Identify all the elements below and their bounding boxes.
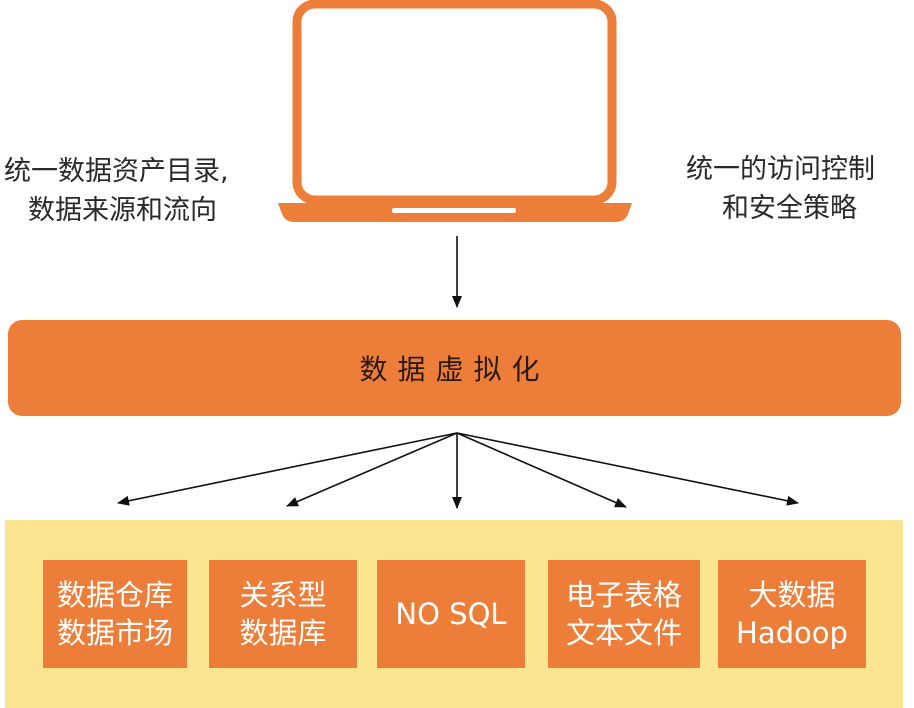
source-spreadsheets-line-1: 电子表格 bbox=[565, 578, 682, 612]
source-nosql-label: NO SQL bbox=[395, 597, 507, 631]
arrow-to-big-data bbox=[456, 432, 799, 506]
data-sources-panel: 数据仓库 数据市场 关系型 数据库 NO SQL 电子表格 文本文件 大数据 H… bbox=[5, 520, 903, 708]
caption-right-line-1: 统一的访问控制 bbox=[686, 154, 875, 185]
source-relational-line-2: 数据库 bbox=[239, 616, 327, 650]
virtualization-layer: 数据虚拟化 bbox=[8, 320, 901, 416]
source-big-data-line-1: 大数据 bbox=[748, 578, 836, 612]
caption-left-line-1: 统一数据资产目录, bbox=[4, 156, 229, 187]
caption-data-catalog: 统一数据资产目录, 数据来源和流向 bbox=[4, 152, 229, 230]
laptop-trackpad bbox=[392, 208, 516, 213]
source-big-data-line-2: Hadoop bbox=[736, 616, 848, 650]
arrow-to-spreadsheets bbox=[456, 432, 627, 508]
source-warehouse: 数据仓库 数据市场 bbox=[43, 560, 187, 668]
arrow-to-warehouse bbox=[117, 432, 458, 506]
source-relational-line-1: 关系型 bbox=[239, 578, 327, 612]
source-relational-db: 关系型 数据库 bbox=[209, 560, 357, 668]
caption-left-line-2: 数据来源和流向 bbox=[28, 195, 217, 226]
source-spreadsheets: 电子表格 文本文件 bbox=[548, 560, 700, 668]
caption-right-line-2: 和安全策略 bbox=[722, 193, 857, 224]
source-big-data: 大数据 Hadoop bbox=[718, 560, 866, 668]
source-warehouse-line-1: 数据仓库 bbox=[56, 578, 173, 612]
source-warehouse-line-2: 数据市场 bbox=[56, 616, 173, 650]
source-spreadsheets-line-2: 文本文件 bbox=[565, 616, 682, 650]
caption-access-control: 统一的访问控制 和安全策略 bbox=[686, 150, 875, 228]
virtualization-label: 数据虚拟化 bbox=[359, 353, 550, 386]
arrow-to-relational-db bbox=[286, 432, 458, 507]
laptop-icon bbox=[278, 0, 632, 222]
source-nosql: NO SQL bbox=[377, 560, 525, 668]
laptop-screen bbox=[292, 0, 617, 205]
